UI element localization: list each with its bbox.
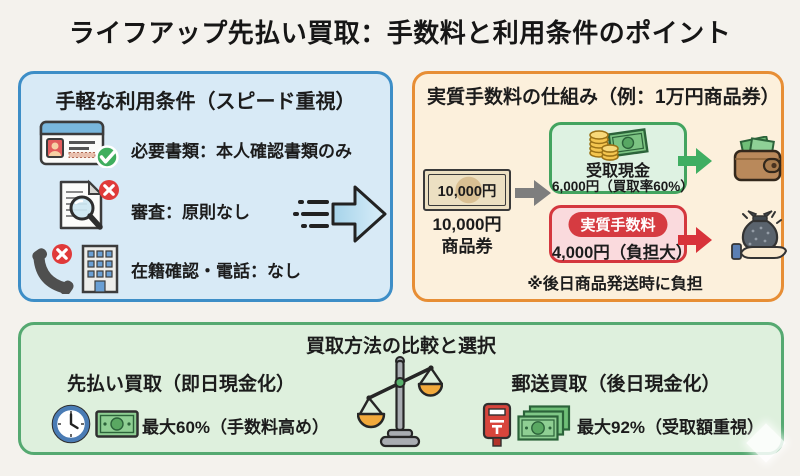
cash-received-label: 受取現金 — [585, 163, 650, 180]
money-bag-hand-icon — [731, 208, 789, 262]
mail-purchase-title: 郵送買取（後日現金化） — [511, 374, 721, 395]
cash-received-box: 受取現金 6,000円（買取率60%） — [549, 122, 694, 194]
effective-fee-box: 実質手数料 4,000円（負担大） — [549, 205, 693, 263]
comparison-title: 買取方法の比較と選択 — [305, 336, 496, 357]
fee-structure-title: 実質手数料の仕組み（例：1万円商品券） — [427, 87, 780, 108]
fee-structure-panel: 実質手数料の仕組み（例：1万円商品券） 10,000円 10,000円 商品券 — [412, 71, 788, 302]
effective-fee-badge: 実質手数料 — [568, 212, 668, 237]
page-title: ライフアップ先払い買取：手数料と利用条件のポイント — [68, 18, 732, 48]
voucher-face-value: 10,000円 — [428, 174, 506, 206]
requirement-documents-text: 必要書類：本人確認書類のみ — [131, 142, 352, 161]
coins-bill-icon — [587, 123, 649, 161]
easy-conditions-title: 手軽な利用条件（スピード重視） — [55, 91, 356, 113]
document-search-x-icon — [57, 178, 121, 232]
speed-arrow-icon — [293, 174, 389, 254]
voucher-label-amount: 10,000円 — [432, 215, 502, 234]
balance-scale-icon — [357, 353, 443, 450]
mailbox-icon — [482, 402, 512, 448]
voucher-label: 10,000円 商品券 — [415, 214, 519, 258]
easy-conditions-panel: 手軽な利用条件（スピード重視） 必要書類：本人確認書類のみ — [18, 71, 393, 302]
cash-received-amount: 6,000円（買取率60%） — [552, 179, 694, 194]
phone-building-x-icon — [31, 242, 127, 294]
advance-purchase-detail: 最大60%（手数料高め） — [142, 418, 330, 437]
fee-note: ※後日商品発送時に負担 — [527, 276, 703, 293]
advance-purchase-title: 先払い買取（即日現金化） — [66, 374, 295, 395]
red-arrow-icon — [678, 226, 712, 254]
voucher-label-type: 商品券 — [441, 237, 493, 256]
green-arrow-icon — [678, 147, 712, 175]
employment-check-text: 在籍確認・電話：なし — [131, 262, 301, 281]
id-card-check-icon — [39, 120, 121, 168]
gift-voucher: 10,000円 — [423, 169, 511, 211]
banknote-icon — [95, 410, 139, 438]
effective-fee-amount: 4,000円（負担大） — [552, 244, 693, 262]
gray-arrow-icon — [515, 180, 551, 206]
comparison-panel: 買取方法の比較と選択 先払い買取（即日現金化） 最大60%（手数料高め） — [18, 322, 784, 455]
clock-icon — [51, 404, 91, 444]
screening-text: 審査：原則なし — [131, 203, 250, 222]
banknotes-stack-icon — [517, 405, 571, 443]
wallet-icon — [733, 136, 783, 184]
mail-purchase-detail: 最大92%（受取額重視） — [577, 418, 765, 437]
